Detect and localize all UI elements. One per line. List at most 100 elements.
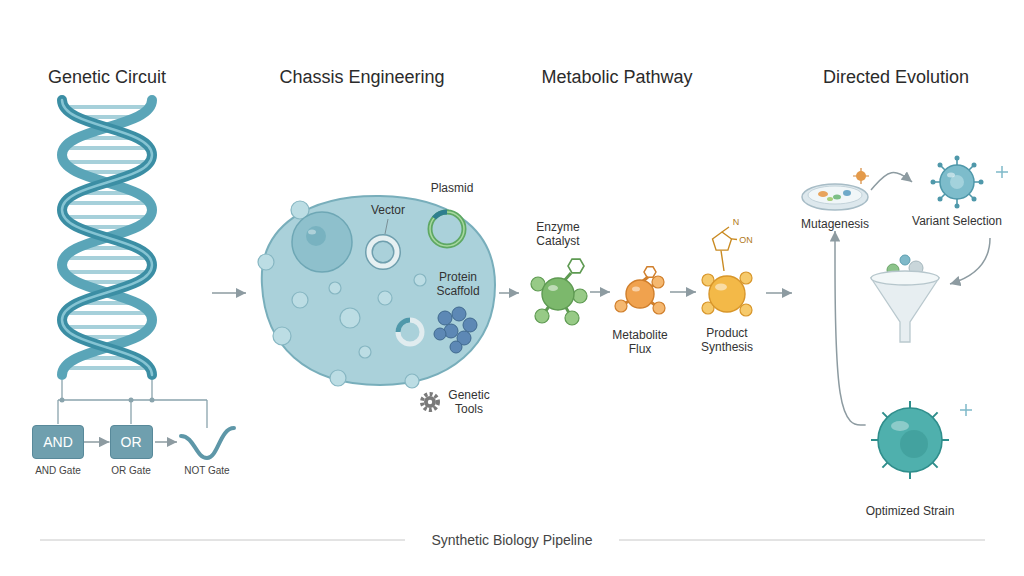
flow-arrow [590, 291, 610, 293]
metabolite-icon [626, 280, 654, 308]
sparkle [960, 404, 972, 416]
stage-arrow [766, 292, 792, 294]
protein-scaffold [434, 328, 446, 340]
mutagenesis-icon [802, 184, 868, 210]
mutagenesis-icon [856, 171, 866, 181]
dna-strand [62, 100, 152, 375]
mutagenesis-node: Mutagenesis [799, 167, 871, 231]
vector-ring [369, 238, 422, 344]
stage-heading: Genetic Circuit [48, 67, 166, 89]
gear-icon [422, 394, 438, 410]
metabolite-icon [652, 276, 664, 288]
variant-icon [947, 173, 955, 178]
metabolite-node: Metabolite Flux [610, 262, 670, 356]
enzyme-icon [531, 277, 587, 325]
flow-arrow [84, 441, 110, 443]
mutagenesis-icon [818, 191, 828, 197]
flow-arrow [871, 172, 912, 190]
variant-icon [931, 180, 936, 185]
stage-heading: Metabolic Pathway [541, 67, 692, 89]
gear-icon [428, 400, 432, 404]
metabolite-icon [610, 262, 670, 322]
chassis-cell [258, 201, 426, 388]
strain-icon [891, 421, 909, 431]
product-icon [740, 272, 752, 284]
cycle-arrow [950, 238, 990, 284]
vector-ring [369, 238, 397, 266]
gear-icon [424, 396, 436, 408]
protein-scaffold [452, 307, 466, 321]
flow-arrow [670, 291, 696, 293]
chassis-cell [292, 292, 308, 308]
gear-icon [422, 394, 438, 410]
plasmid-ring [434, 212, 447, 218]
plasmid-ring [430, 212, 464, 246]
node-label: Mutagenesis [801, 217, 869, 231]
strain-icon [871, 401, 949, 479]
metabolite-icon [615, 300, 627, 312]
chemical-structure [713, 227, 738, 271]
chassis-cell [292, 212, 352, 272]
gate-wire-arrow [155, 441, 177, 443]
sparkle [960, 166, 1008, 416]
sparkle [996, 166, 1008, 178]
gate-label: AND Gate [35, 465, 81, 477]
vector-ring [398, 320, 422, 344]
caption: Synthetic Biology Pipeline [431, 532, 592, 549]
logic-gate-box: AND [32, 425, 84, 459]
mutagenesis-icon [827, 197, 833, 201]
product-icon [702, 272, 752, 316]
vector-ring [369, 238, 397, 266]
chassis-cell [258, 254, 274, 270]
plasmid-ring [430, 212, 464, 246]
strain-icon [900, 430, 928, 458]
product-icon [709, 276, 745, 312]
mutagenesis-icon [843, 190, 851, 196]
wire-junction [60, 398, 65, 403]
metabolite-icon [644, 267, 656, 277]
chassis-cell [308, 230, 316, 235]
wire-junction [150, 398, 155, 403]
gate-name: OR [121, 434, 142, 450]
chassis-cell [330, 370, 346, 386]
mutagenesis-icon [808, 186, 862, 204]
chemical-structure [721, 227, 737, 271]
enzyme-icon [565, 311, 579, 325]
chemical-structure [713, 232, 732, 250]
strain-icon [868, 398, 952, 482]
stage-arrow [212, 292, 246, 294]
product-icon [715, 284, 727, 291]
protein-scaffold [438, 311, 452, 325]
gate-label: OR Gate [111, 465, 150, 477]
chassis-cell [306, 226, 326, 246]
node-label: Enzyme Catalyst [536, 220, 579, 248]
chassis-cell [340, 308, 360, 328]
gate-label: NOT Gate [184, 465, 229, 477]
stage-heading: Chassis Engineering [279, 67, 444, 89]
selection-funnel [871, 271, 939, 285]
circuit-wire [58, 380, 207, 428]
variant-icon [940, 165, 974, 199]
enzyme-icon [535, 309, 549, 323]
selection-funnel [900, 255, 910, 265]
chassis-cell [405, 374, 419, 388]
logic-gate-box: OR [110, 425, 153, 459]
dna-highlight [62, 100, 152, 375]
metabolite-icon [615, 276, 665, 314]
selection-funnel [871, 255, 939, 342]
mutagenesis-icon [853, 168, 869, 184]
part-label: Protein Scaffold [436, 270, 479, 299]
node-label: Optimized Strain [866, 504, 955, 518]
chassis-cell [273, 327, 291, 345]
leader-line [385, 219, 388, 234]
strain-node: Optimized Strain [866, 398, 955, 518]
wire-junction [129, 398, 134, 403]
variant-icon [955, 156, 960, 161]
variant-icon [938, 197, 943, 202]
variant-icon [955, 204, 960, 209]
strain-icon [871, 401, 949, 479]
enzyme-icon [526, 256, 590, 328]
variant-icon [979, 180, 984, 185]
